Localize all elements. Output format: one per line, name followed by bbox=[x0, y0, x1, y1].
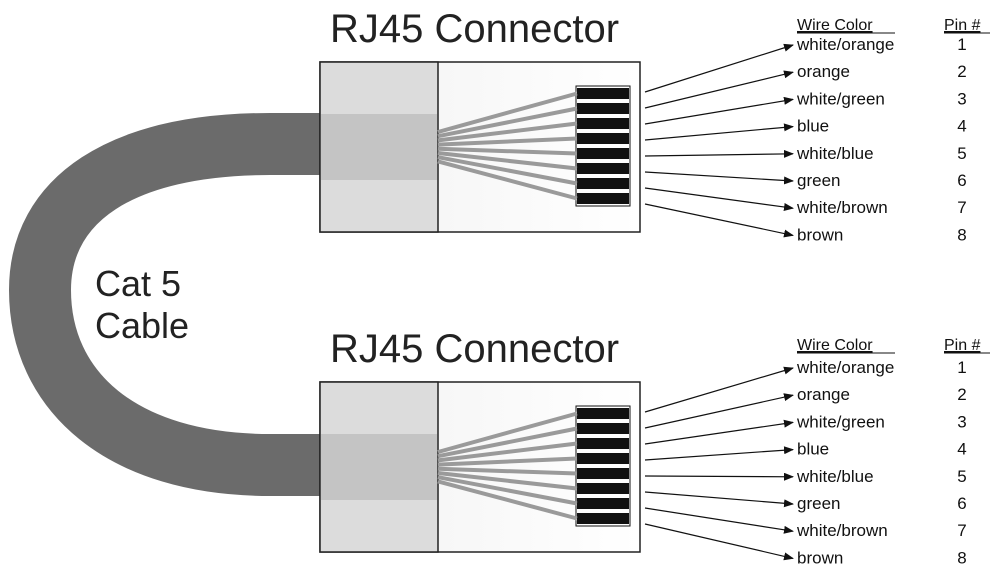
connector-title: RJ45 Connector bbox=[330, 7, 619, 51]
wire-callout-arrow bbox=[644, 203, 794, 238]
internal-wire bbox=[437, 136, 578, 147]
pin-number: 5 bbox=[957, 144, 966, 163]
pin-contact bbox=[577, 438, 629, 449]
pin-contact bbox=[577, 498, 629, 509]
connector-title: RJ45 Connector bbox=[330, 327, 619, 371]
pin-block bbox=[575, 85, 631, 207]
pin-contact bbox=[577, 118, 629, 129]
pin-number: 3 bbox=[957, 89, 966, 108]
pin-contact bbox=[577, 193, 629, 204]
internal-wire bbox=[437, 91, 578, 134]
wire-callout-arrow bbox=[644, 43, 794, 93]
internal-wire bbox=[437, 426, 578, 459]
wire-color-label: brown bbox=[797, 225, 843, 244]
wire-color-header: Wire Color bbox=[797, 17, 873, 34]
wire-callout-arrow bbox=[644, 96, 794, 125]
pin-number: 4 bbox=[957, 117, 966, 136]
pin-contact bbox=[577, 453, 629, 464]
wire-color-label: blue bbox=[797, 117, 829, 136]
pin-contact bbox=[577, 423, 629, 434]
pin-contact bbox=[577, 148, 629, 159]
pin-number: 6 bbox=[957, 494, 966, 513]
wire-color-label: white/orange bbox=[796, 35, 894, 54]
wire-color-label: brown bbox=[797, 548, 843, 567]
internal-wire bbox=[437, 106, 578, 139]
wire-color-label: orange bbox=[797, 385, 850, 404]
pin-contact bbox=[577, 178, 629, 189]
pin-number: 1 bbox=[957, 35, 966, 54]
pin-contact bbox=[577, 468, 629, 479]
pin-number: 1 bbox=[957, 358, 966, 377]
rj45-connector-1: RJ45 Connector Wire Color Pin # white/orang… bbox=[319, 7, 990, 244]
pin-number: 8 bbox=[957, 225, 966, 244]
wire-callout-arrow bbox=[644, 123, 794, 141]
pin-contact bbox=[577, 513, 629, 524]
wire-callout-arrow bbox=[644, 446, 794, 461]
wire-callout-arrow bbox=[644, 507, 794, 534]
pin-block bbox=[575, 405, 631, 527]
pin-number: 7 bbox=[957, 521, 966, 540]
wire-callout-arrow bbox=[644, 419, 794, 445]
wire-color-label: green bbox=[797, 494, 840, 513]
pin-contact bbox=[577, 133, 629, 144]
internal-wire bbox=[437, 155, 578, 186]
wire-color-label: white/green bbox=[796, 89, 885, 108]
wire-callout-arrow bbox=[644, 70, 794, 109]
rj45-connector-2: RJ45 Connector Wire Color Pin # white/orang… bbox=[319, 327, 990, 567]
pin-contact bbox=[577, 88, 629, 99]
wire-color-label: white/blue bbox=[796, 467, 874, 486]
wire-color-label: white/green bbox=[796, 412, 885, 431]
wire-callout-arrow bbox=[644, 366, 794, 413]
pin-number: 4 bbox=[957, 440, 966, 459]
wire-callout-arrow bbox=[644, 523, 794, 561]
internal-wire bbox=[437, 475, 578, 506]
wire-callout-arrow bbox=[644, 187, 794, 211]
internal-wire bbox=[437, 456, 578, 467]
pin-contact bbox=[577, 408, 629, 419]
pin-contact bbox=[577, 163, 629, 174]
internal-wire bbox=[437, 146, 578, 156]
internal-wire bbox=[437, 441, 578, 463]
wire-color-label: green bbox=[797, 171, 840, 190]
wire-color-label: white/blue bbox=[796, 144, 874, 163]
wire-callout-arrow bbox=[644, 491, 794, 508]
wire-color-label: white/orange bbox=[796, 358, 894, 377]
pin-number: 3 bbox=[957, 412, 966, 431]
pin-contact bbox=[577, 103, 629, 114]
wire-callout-arrow bbox=[644, 393, 794, 429]
wire-callout-arrow bbox=[644, 472, 794, 481]
internal-wire bbox=[437, 121, 578, 143]
internal-wire bbox=[437, 466, 578, 476]
internal-wire bbox=[437, 159, 578, 201]
wire-color-label: white/brown bbox=[796, 198, 888, 217]
pin-number: 5 bbox=[957, 467, 966, 486]
pin-number: 7 bbox=[957, 198, 966, 217]
connector-jacket-band bbox=[321, 114, 437, 180]
cable-label-line1: Cat 5 bbox=[95, 263, 181, 304]
wire-callout-arrow bbox=[644, 149, 794, 158]
wire-color-label: blue bbox=[797, 440, 829, 459]
wire-color-header: Wire Color bbox=[797, 337, 873, 354]
wire-color-label: white/brown bbox=[796, 521, 888, 540]
wire-color-label: orange bbox=[797, 62, 850, 81]
internal-wire bbox=[437, 151, 578, 171]
cat5-cable bbox=[8, 113, 322, 496]
internal-wire bbox=[437, 411, 578, 454]
pin-number: 2 bbox=[957, 385, 966, 404]
cable-label-line2: Cable bbox=[95, 305, 189, 346]
pin-contact bbox=[577, 483, 629, 494]
pin-number-header: Pin # bbox=[944, 17, 981, 34]
pin-number: 6 bbox=[957, 171, 966, 190]
pin-number: 2 bbox=[957, 62, 966, 81]
pin-number: 8 bbox=[957, 548, 966, 567]
pin-number-header: Pin # bbox=[944, 337, 981, 354]
internal-wire bbox=[437, 471, 578, 491]
connector-jacket-band bbox=[321, 434, 437, 500]
wire-callout-arrow bbox=[644, 171, 794, 185]
internal-wire bbox=[437, 479, 578, 521]
